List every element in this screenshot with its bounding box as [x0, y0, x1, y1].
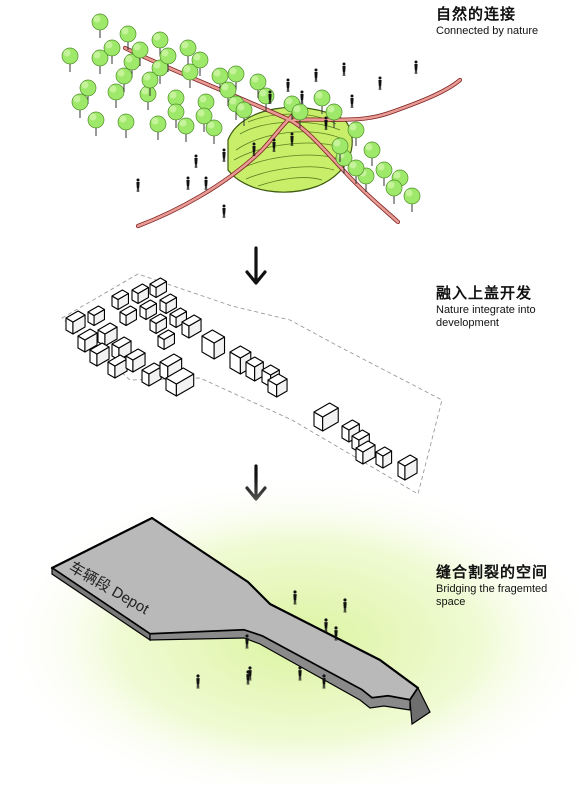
step-3-label: 缝合割裂的空间 Bridging the fragemted space: [436, 564, 576, 609]
building-block: [158, 330, 174, 350]
building-block: [112, 290, 128, 310]
person-icon: [222, 149, 225, 163]
tree-icon: [364, 142, 380, 166]
building-block: [132, 284, 148, 304]
building-block: [160, 294, 176, 314]
person-icon: [314, 69, 317, 83]
person-icon: [222, 205, 225, 219]
building-block: [142, 363, 161, 386]
person-icon: [136, 179, 139, 193]
building-block: [150, 278, 166, 298]
tree-icon: [150, 116, 166, 140]
building-block: [120, 306, 136, 326]
person-icon: [186, 177, 189, 191]
tree-icon: [62, 48, 78, 72]
building-block: [398, 455, 417, 480]
step-1-title-zh: 自然的连接: [436, 6, 538, 24]
building-block: [246, 357, 263, 381]
building-block: [140, 300, 156, 320]
person-icon: [350, 95, 353, 109]
step-3-title-en: Bridging the fragemted space: [436, 583, 576, 609]
building-block: [376, 447, 392, 468]
person-icon: [342, 63, 345, 77]
building-block: [314, 403, 338, 431]
tree-icon: [182, 64, 198, 88]
building-block: [150, 314, 166, 334]
step-3-title-zh: 缝合割裂的空间: [436, 564, 576, 582]
person-icon: [414, 61, 417, 75]
tree-icon: [72, 94, 88, 118]
building-block: [202, 330, 225, 359]
tree-icon: [178, 118, 194, 142]
person-icon: [286, 79, 289, 93]
tree-icon: [92, 14, 108, 38]
tree-icon: [92, 50, 108, 74]
tree-icon: [206, 120, 222, 144]
person-icon: [194, 155, 197, 169]
development-section: [62, 274, 442, 494]
step-1-title-en: Connected by nature: [436, 25, 538, 38]
tree-icon: [140, 86, 156, 110]
tree-icon: [108, 84, 124, 108]
step-1-label: 自然的连接 Connected by nature: [436, 6, 538, 38]
person-icon: [204, 177, 207, 191]
arrow-down-icon: [247, 248, 265, 283]
tree-cluster: [62, 14, 420, 212]
person-icon: [378, 77, 381, 91]
building-block: [88, 306, 104, 326]
tree-icon: [118, 114, 134, 138]
nature-section: [62, 14, 460, 226]
step-2-title-en: Nature integrate into development: [436, 304, 576, 330]
tree-icon: [386, 180, 402, 204]
tree-icon: [404, 188, 420, 212]
person-icon: [300, 91, 303, 105]
step-2-label: 融入上盖开发 Nature integrate into development: [436, 285, 576, 330]
depot-section: 车辆段 Depot: [0, 475, 579, 784]
tree-icon: [88, 112, 104, 136]
step-2-title-zh: 融入上盖开发: [436, 285, 576, 303]
